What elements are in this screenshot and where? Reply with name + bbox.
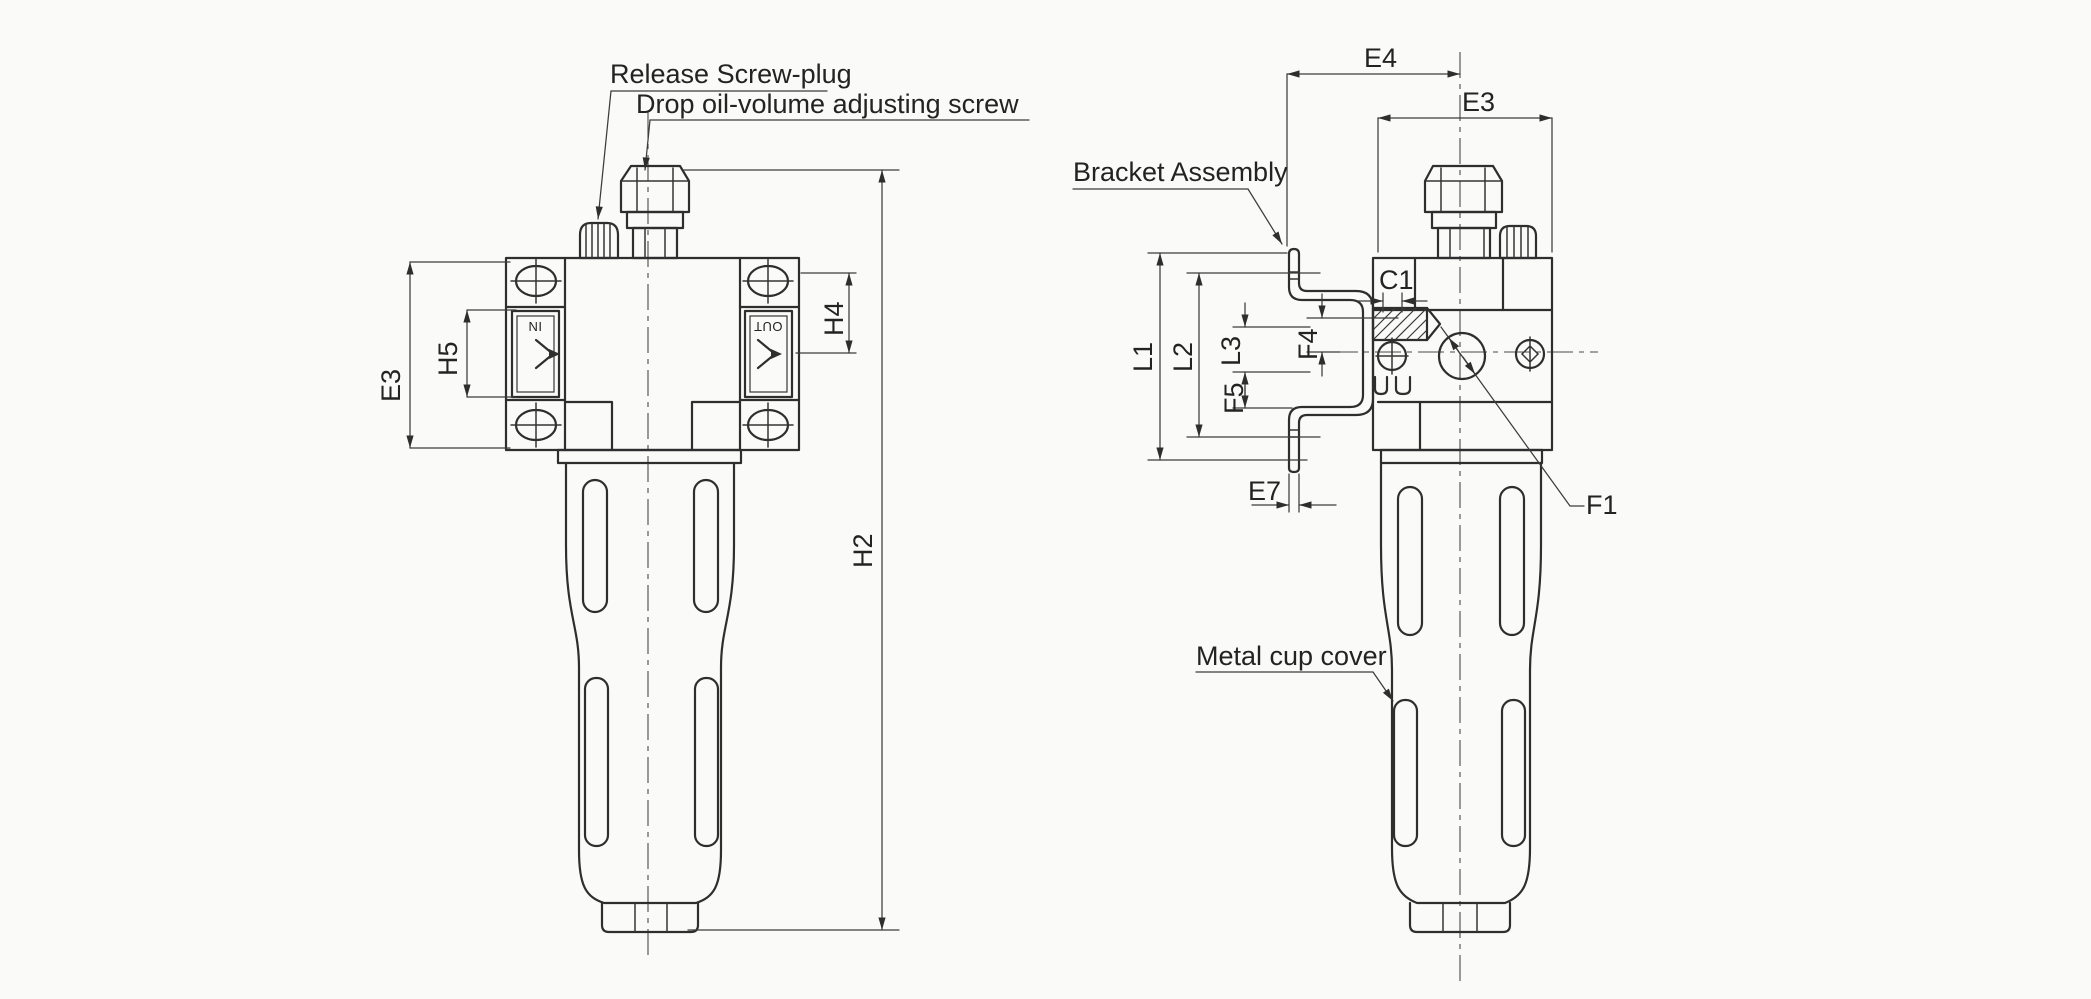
port-label-out: OUT bbox=[754, 319, 783, 334]
out-port-window: OUT bbox=[743, 309, 794, 399]
dim-label-h4: H4 bbox=[819, 301, 849, 336]
front-view: IN OUT bbox=[376, 59, 1030, 958]
drain-plug bbox=[1408, 901, 1512, 934]
dim-label-c1: C1 bbox=[1379, 265, 1414, 295]
dimension-h2: H2 bbox=[683, 169, 900, 931]
adjusting-screw bbox=[1423, 164, 1504, 260]
callout-bracket-assembly: Bracket Assembly bbox=[1072, 157, 1288, 245]
dim-label-h2: H2 bbox=[848, 533, 878, 568]
dimension-e7: E7 bbox=[1248, 473, 1337, 513]
flange-screw-icon bbox=[510, 258, 794, 448]
dimension-l1: L1 bbox=[1128, 252, 1308, 461]
release-screw-plug bbox=[578, 221, 620, 260]
bracket-clamp-section bbox=[1371, 306, 1442, 396]
dimension-e3-front: E3 bbox=[376, 261, 511, 449]
dim-label-e4: E4 bbox=[1364, 43, 1397, 73]
mounting-bracket bbox=[1287, 247, 1375, 474]
dimension-f1: F1 bbox=[1440, 326, 1618, 520]
callout-label: Bracket Assembly bbox=[1073, 157, 1288, 187]
callout-drop-oil-volume: Drop oil-volume adjusting screw bbox=[636, 89, 1030, 171]
drain-plug bbox=[600, 901, 700, 934]
sight-dome bbox=[1437, 331, 1487, 381]
dim-label-e7: E7 bbox=[1248, 476, 1281, 506]
dimension-c1: C1 bbox=[1357, 265, 1428, 313]
dim-label-l3: L3 bbox=[1216, 336, 1246, 366]
dimension-e4: E4 bbox=[1286, 43, 1461, 247]
dimension-f5: F5 bbox=[1219, 382, 1293, 414]
side-screw-icon bbox=[1514, 336, 1546, 372]
dim-label-l2: L2 bbox=[1168, 342, 1198, 372]
adjusting-screw bbox=[619, 164, 691, 260]
dimension-f4: F4 bbox=[1293, 293, 1399, 377]
port-label-in: IN bbox=[528, 319, 542, 334]
dim-label-e3-side: E3 bbox=[1462, 87, 1495, 117]
dim-label-f4: F4 bbox=[1293, 328, 1323, 360]
dim-label-f5: F5 bbox=[1219, 382, 1249, 414]
callout-release-screw-plug: Release Screw-plug bbox=[595, 59, 852, 220]
dim-label-e3-front: E3 bbox=[376, 369, 406, 402]
callout-label: Drop oil-volume adjusting screw bbox=[636, 89, 1019, 119]
release-screw-plug bbox=[1498, 224, 1538, 260]
dim-label-h5: H5 bbox=[433, 341, 463, 376]
in-port-window: IN bbox=[510, 309, 561, 399]
dimension-h5: H5 bbox=[433, 309, 517, 398]
dimension-h4: H4 bbox=[795, 272, 857, 354]
metal-cup bbox=[556, 448, 743, 934]
dim-label-f1: F1 bbox=[1586, 490, 1618, 520]
callout-metal-cup-cover: Metal cup cover bbox=[1195, 641, 1394, 702]
callout-label: Release Screw-plug bbox=[610, 59, 852, 89]
dimension-e3-side: E3 bbox=[1377, 87, 1553, 253]
dimension-l2: L2 bbox=[1168, 272, 1321, 438]
dim-label-l1: L1 bbox=[1128, 342, 1158, 372]
side-view: E4 E3 C1 L1 L2 L3 bbox=[1072, 43, 1618, 985]
callout-label: Metal cup cover bbox=[1196, 641, 1387, 671]
metal-cup bbox=[1379, 448, 1544, 934]
